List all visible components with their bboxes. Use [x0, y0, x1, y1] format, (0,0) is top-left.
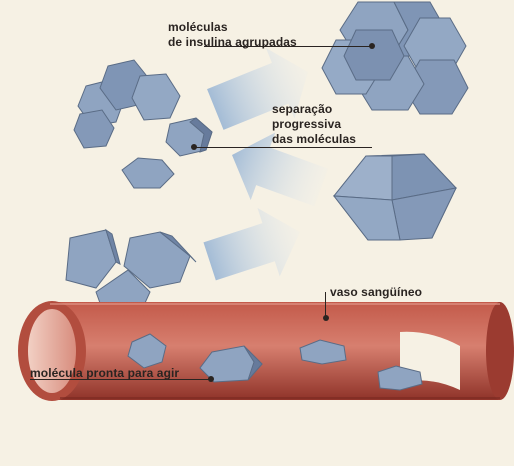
label-separation-line2: progressiva	[272, 117, 356, 132]
label-grouped-line1: moléculas	[168, 20, 297, 35]
trimer-molecules	[66, 230, 196, 314]
single-molecule	[122, 158, 174, 188]
label-separation-line3: das moléculas	[272, 132, 356, 147]
vessel-leader-vertical	[325, 292, 326, 318]
label-grouped-molecules: moléculas de insulina agrupadas	[168, 20, 297, 50]
grouped-molecules-cluster	[322, 2, 468, 114]
separation-leader-line	[196, 147, 372, 148]
label-separation: separação progressiva das moléculas	[272, 102, 356, 147]
label-vessel: vaso sangüíneo	[330, 285, 422, 300]
vessel-leader-dot	[323, 315, 329, 321]
label-vessel-text: vaso sangüíneo	[330, 285, 422, 299]
tilted-molecule	[166, 118, 212, 156]
separation-arrows	[199, 37, 334, 296]
separating-molecule-chain	[74, 60, 180, 148]
dimer-molecule	[334, 154, 456, 240]
label-ready-text: molécula pronta para agir	[30, 366, 179, 380]
label-ready-molecule: molécula pronta para agir	[30, 366, 179, 381]
label-separation-line1: separação	[272, 102, 356, 117]
blood-vessel	[18, 301, 514, 401]
label-grouped-line2: de insulina agrupadas	[168, 35, 297, 50]
arrow-left-bottom	[199, 198, 312, 296]
